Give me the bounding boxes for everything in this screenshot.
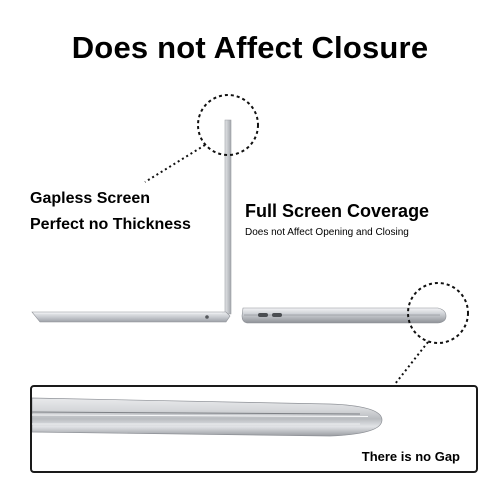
laptop-lid	[224, 119, 232, 315]
usb-port-icon	[258, 313, 268, 317]
left-note: Gapless Screen Perfect no Thickness	[30, 186, 191, 238]
headline: Does not Affect Closure	[71, 30, 429, 65]
port-icon	[205, 315, 209, 319]
edge-highlight-circle	[407, 282, 469, 344]
left-note-line2: Perfect no Thickness	[30, 216, 191, 233]
laptop-base	[31, 311, 231, 323]
right-note-subtitle: Does not Affect Opening and Closing	[245, 227, 409, 238]
closed-laptop	[241, 307, 447, 324]
hinge-highlight-circle	[197, 94, 259, 156]
zoom-panel	[30, 385, 478, 473]
open-laptop	[31, 119, 232, 323]
leader-line	[144, 144, 206, 183]
zoom-callout: There is no Gap	[361, 449, 460, 464]
right-note-title: Full Screen Coverage	[245, 201, 430, 221]
usb-port-icon	[272, 313, 282, 317]
left-note-line1: Gapless Screen	[30, 190, 151, 207]
leader-line	[394, 341, 429, 385]
